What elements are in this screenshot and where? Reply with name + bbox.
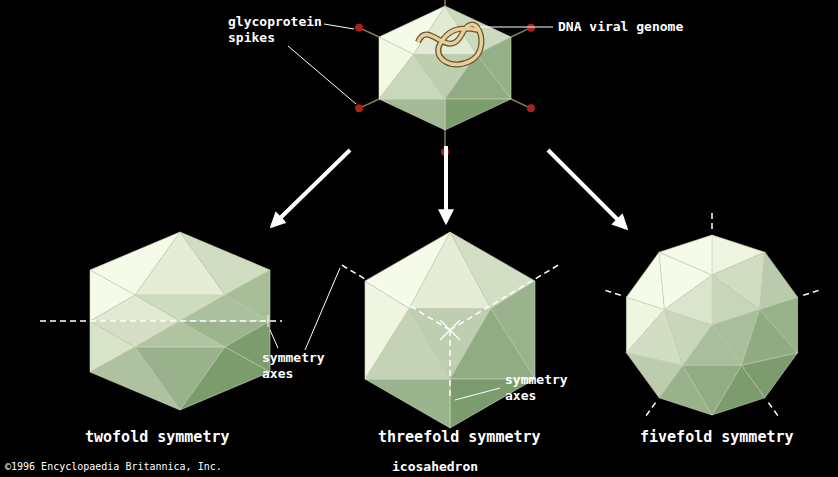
face (365, 281, 409, 379)
axes-label: symmetry axes (262, 350, 338, 381)
face (659, 235, 712, 275)
face (379, 37, 413, 99)
figure-title: icosahedron (392, 459, 532, 475)
symmetry-axis (768, 403, 779, 418)
face (365, 379, 450, 428)
view-arrow (444, 146, 448, 222)
genome-label: DNA viral genome (558, 19, 718, 35)
symmetry-axis (449, 330, 451, 400)
leader-line (270, 330, 278, 348)
symmetry-axis (711, 211, 713, 229)
face (445, 54, 511, 99)
face (626, 252, 664, 309)
axes-label: symmetry axes (505, 372, 581, 403)
face (712, 252, 765, 309)
genome-outline (418, 25, 481, 65)
symmetry-axis (645, 403, 656, 418)
spike-label: glycoprotein spikes (228, 14, 328, 45)
symmetry-axis (803, 290, 820, 296)
axis-center (440, 320, 460, 340)
symmetry-axis (40, 320, 282, 322)
spike-knob (527, 24, 535, 32)
face (450, 308, 535, 379)
leader-line (268, 315, 269, 327)
leader-line (305, 268, 340, 350)
face (225, 270, 270, 321)
view-caption: fivefold symmetry (640, 428, 830, 446)
symmetry-axis (340, 264, 450, 330)
leader-line (455, 388, 500, 400)
view-caption: twofold symmetry (85, 428, 285, 446)
dna-genome (418, 25, 481, 65)
face (180, 347, 270, 410)
spike-stalk (444, 0, 446, 6)
leader-line (480, 27, 553, 28)
leader-line (324, 24, 354, 29)
leader-line (288, 46, 356, 104)
copyright-note: ©1996 Encyclopaedia Britannica, Inc. (5, 461, 265, 473)
face (379, 99, 445, 130)
axis-center (440, 320, 460, 340)
face (90, 347, 180, 410)
view-arrow (548, 150, 626, 228)
face (445, 99, 511, 130)
virus-capsid (355, 0, 535, 156)
symmetry-axis (450, 264, 560, 330)
spike-knob (355, 104, 363, 112)
view-caption: threefold symmetry (378, 428, 578, 446)
symmetry-axis (604, 290, 621, 296)
view-arrow (272, 150, 350, 226)
fivefold-icosahedron (626, 235, 797, 415)
spike-knob (355, 24, 363, 32)
spike-knob (527, 104, 535, 112)
